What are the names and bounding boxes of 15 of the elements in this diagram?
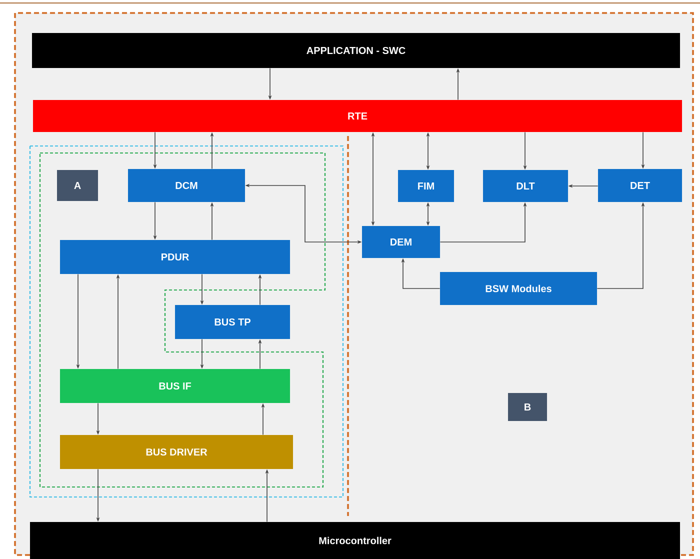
module-box: DLT: [483, 170, 568, 202]
module-box: BUS DRIVER: [60, 435, 293, 469]
module-box: BUS TP: [175, 305, 290, 339]
module-box: BUS IF: [60, 369, 290, 403]
layer-bar: Microcontroller: [30, 522, 680, 559]
region-tag: B: [508, 393, 547, 421]
module-box: DCM: [128, 169, 245, 202]
layer-bar: RTE: [33, 100, 682, 132]
module-box: DEM: [362, 226, 440, 258]
module-box: PDUR: [60, 240, 290, 274]
module-box: DET: [598, 169, 682, 202]
module-box: BSW Modules: [440, 272, 597, 305]
region-tag: A: [57, 170, 98, 201]
module-box: FIM: [398, 170, 454, 202]
layer-bar: APPLICATION - SWC: [32, 33, 680, 68]
